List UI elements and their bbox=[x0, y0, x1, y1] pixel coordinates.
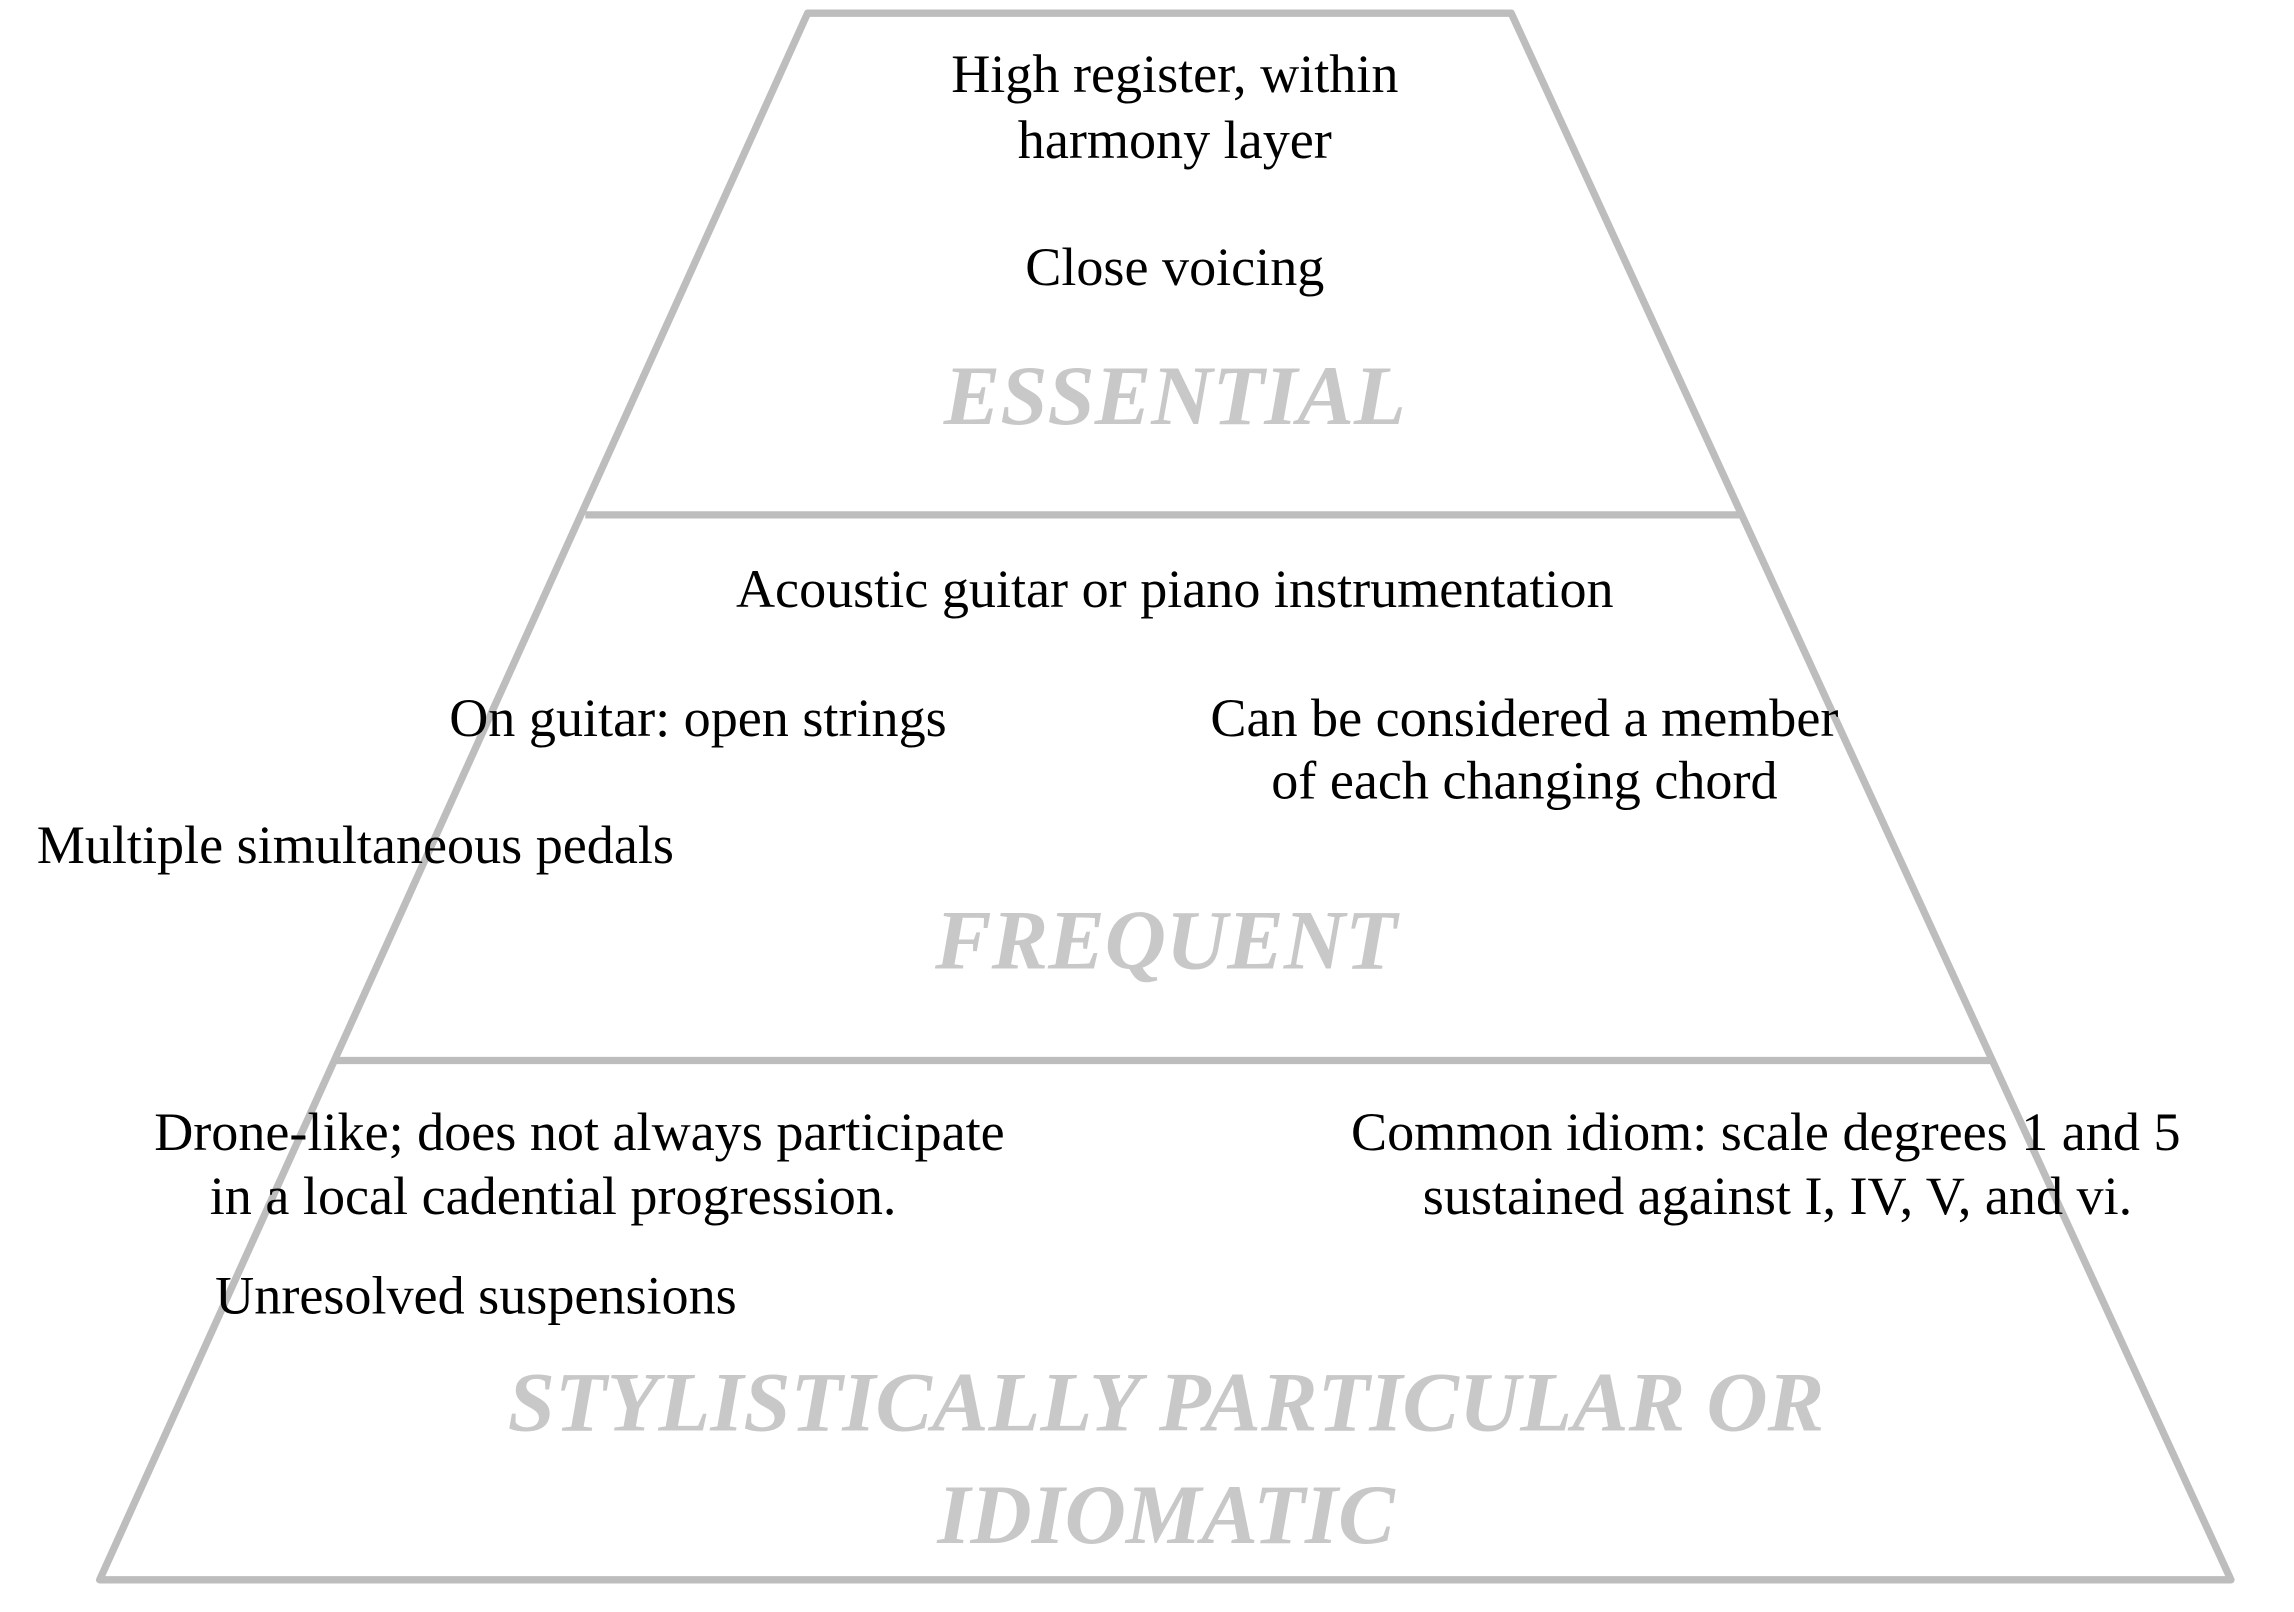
item-high-register-line2: harmony layer bbox=[1018, 110, 1332, 170]
item-unresolved-suspensions: Unresolved suspensions bbox=[215, 1266, 737, 1326]
item-common-idiom: Common idiom: scale degrees 1 and 5 bbox=[1351, 1102, 2181, 1162]
item-multiple-pedals: Multiple simultaneous pedals bbox=[37, 815, 674, 875]
tier-idiomatic: Drone-like; does not always participate … bbox=[154, 1102, 2180, 1562]
item-common-idiom-line2: sustained against I, IV, V, and vi. bbox=[1423, 1166, 2132, 1226]
tier-frequent: Acoustic guitar or piano instrumentation… bbox=[37, 559, 1839, 987]
item-high-register: High register, within bbox=[951, 44, 1398, 104]
tier-essential: High register, within harmony layer Clos… bbox=[943, 44, 1406, 443]
tier-label-idiomatic-line2: IDIOMATIC bbox=[936, 1468, 1396, 1562]
pyramid-outline bbox=[95, 9, 2235, 1584]
item-chord-member: Can be considered a member bbox=[1210, 688, 1838, 748]
item-drone-like-line2: in a local cadential progression. bbox=[210, 1166, 897, 1226]
item-open-strings: On guitar: open strings bbox=[449, 688, 946, 748]
tier-label-essential: ESSENTIAL bbox=[943, 349, 1406, 443]
item-close-voicing: Close voicing bbox=[1025, 237, 1324, 297]
item-drone-like: Drone-like; does not always participate bbox=[154, 1102, 1004, 1162]
tier-label-idiomatic-line1: STYLISTICALLY PARTICULAR OR bbox=[508, 1356, 1825, 1450]
item-instrumentation: Acoustic guitar or piano instrumentation bbox=[736, 559, 1614, 619]
item-chord-member-line2: of each changing chord bbox=[1271, 751, 1777, 811]
tier-label-frequent: FREQUENT bbox=[934, 893, 1400, 987]
